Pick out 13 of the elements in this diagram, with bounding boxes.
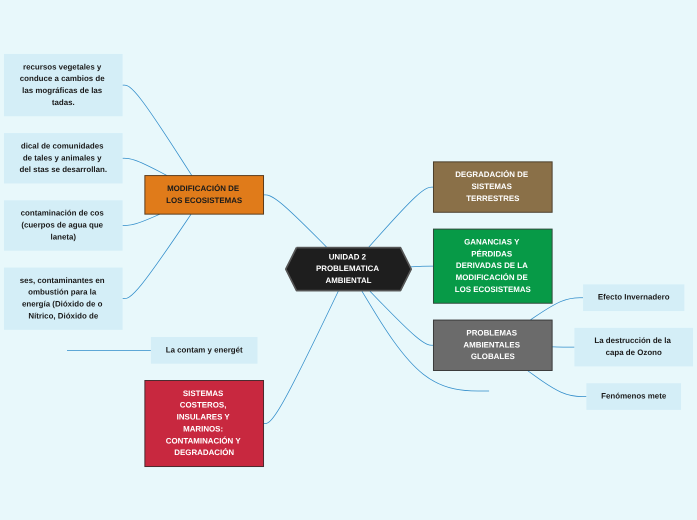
connector bbox=[368, 186, 434, 248]
connector bbox=[527, 370, 587, 397]
connector bbox=[530, 297, 584, 320]
connector bbox=[369, 290, 434, 346]
connector bbox=[361, 290, 490, 392]
connector bbox=[122, 158, 168, 176]
connector bbox=[122, 214, 192, 299]
connector bbox=[122, 84, 192, 176]
connector bbox=[410, 266, 434, 268]
connector bbox=[263, 290, 339, 424]
connector bbox=[552, 346, 575, 348]
connector bbox=[263, 194, 328, 248]
connector bbox=[122, 214, 160, 226]
